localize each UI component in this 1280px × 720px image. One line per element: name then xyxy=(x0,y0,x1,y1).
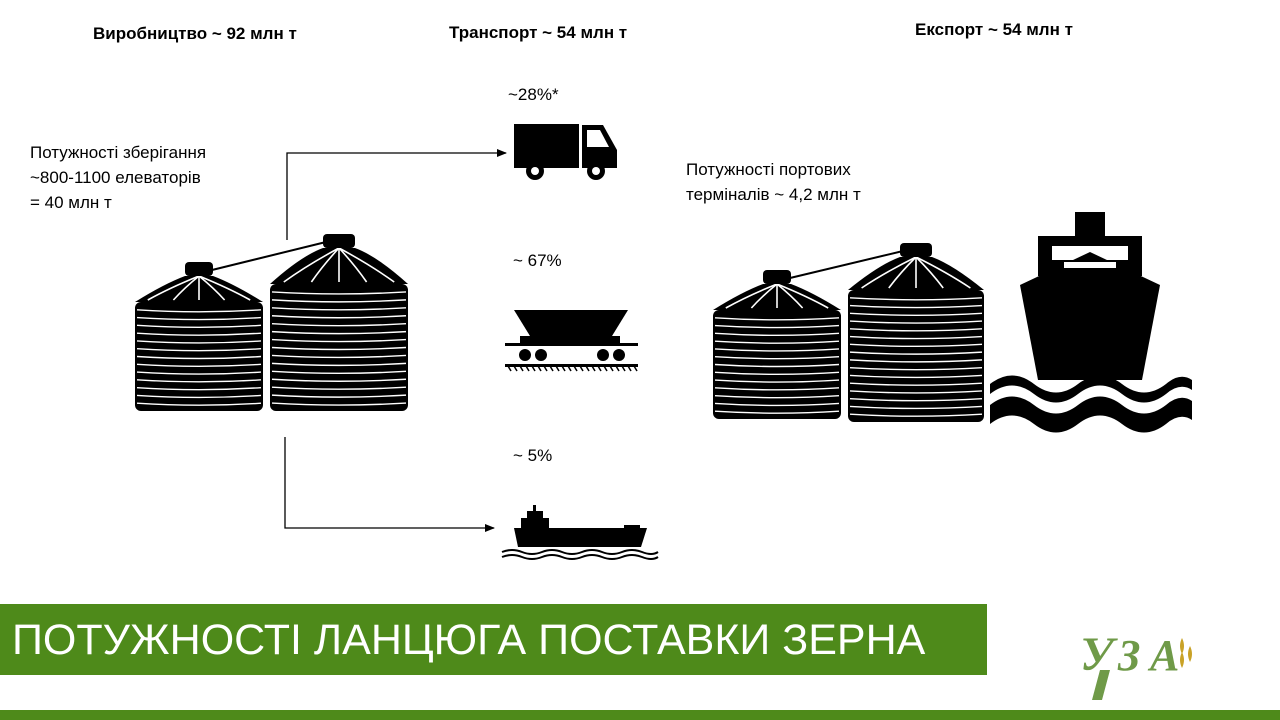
flow-arrow-to-barge xyxy=(284,437,495,532)
flow-arrow-to-truck xyxy=(286,149,507,240)
grain-silo-icon xyxy=(713,243,984,422)
port-line-1: Потужності портових xyxy=(686,160,851,179)
port-line-2: терміналів ~ 4,2 млн т xyxy=(686,185,861,204)
svg-text:У: У xyxy=(1080,628,1118,681)
storage-line-1: Потужності зберігання xyxy=(30,143,207,162)
port-capacity-label: Потужності портових терміналів ~ 4,2 млн… xyxy=(686,157,861,207)
bottom-accent-bar xyxy=(0,710,1280,720)
slide-title: ПОТУЖНОСТІ ЛАНЦЮГА ПОСТАВКИ ЗЕРНА xyxy=(12,616,926,664)
river-barge-icon xyxy=(501,505,659,560)
cargo-ship-icon xyxy=(990,212,1192,433)
export-heading: Експорт ~ 54 млн т xyxy=(915,20,1073,39)
truck-icon xyxy=(514,124,617,180)
production-heading: Виробництво ~ 92 млн т xyxy=(93,24,297,43)
svg-text:З: З xyxy=(1117,631,1140,680)
storage-line-2: ~800-1100 елеваторів xyxy=(30,168,201,187)
grain-silo-icon xyxy=(135,234,408,411)
storage-capacity-label: Потужності зберігання ~800-1100 елеватор… xyxy=(30,140,206,215)
truck-share: ~28%* xyxy=(508,85,559,104)
hopper-railcar-icon xyxy=(505,310,638,372)
storage-line-3: = 40 млн т xyxy=(30,193,112,212)
title-banner: ПОТУЖНОСТІ ЛАНЦЮГА ПОСТАВКИ ЗЕРНА xyxy=(0,604,987,675)
transport-heading: Транспорт ~ 54 млн т xyxy=(449,23,628,42)
rail-share: ~ 67% xyxy=(513,251,562,270)
uza-logo: У З А xyxy=(1078,624,1208,704)
svg-text:А: А xyxy=(1147,631,1179,680)
river-share: ~ 5% xyxy=(513,446,553,465)
